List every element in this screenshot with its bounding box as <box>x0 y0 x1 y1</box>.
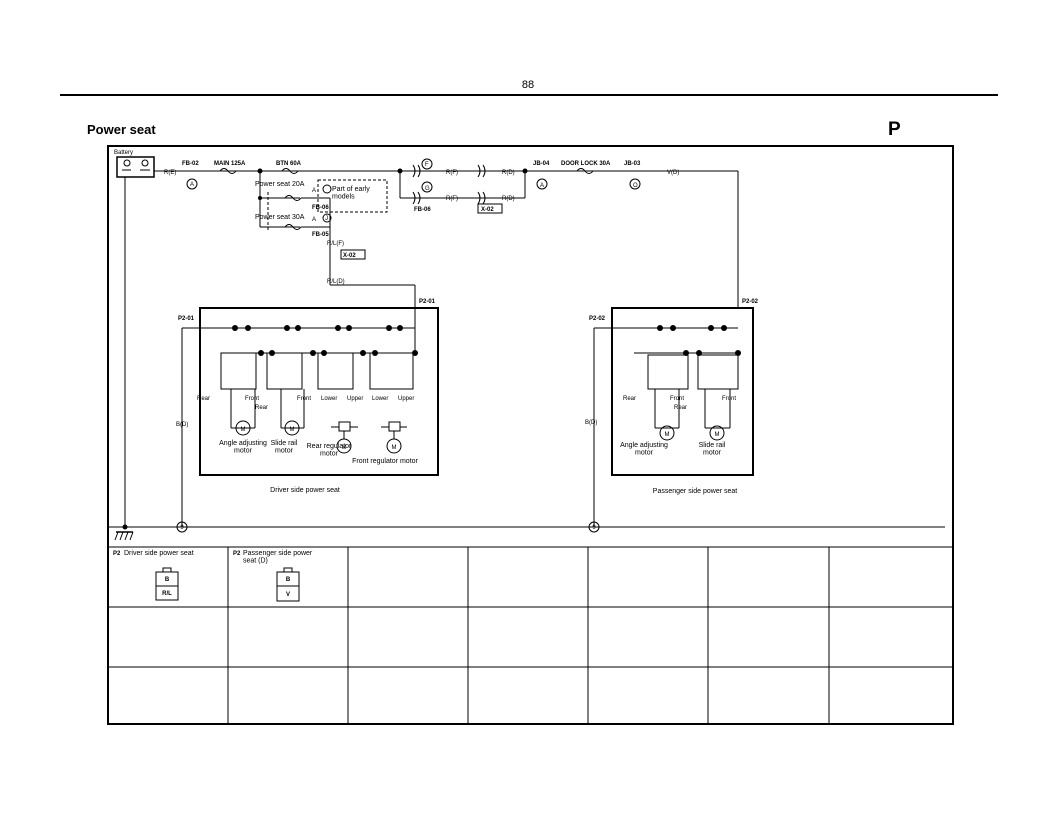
driver-sw-rear2-label: Rear <box>255 405 268 411</box>
fb06a-label: FB-06 <box>312 205 329 211</box>
wire-vd-label: V(D) <box>667 170 679 176</box>
conn-o-label: O <box>633 183 638 189</box>
battery-symbol <box>116 156 155 178</box>
ground-point-2: 9 <box>592 525 596 531</box>
driver-seat-box <box>199 307 439 476</box>
passenger-sw-rear2-label: Rear <box>674 405 687 411</box>
conn-a1-label: A <box>190 182 194 188</box>
motor-m-3: M <box>342 445 347 451</box>
btn-fuse-label: BTN 60A <box>276 161 302 167</box>
wire-rld-label: R/L(D) <box>327 279 345 285</box>
driver-motor-front-reg-label: Front regulator motor <box>352 458 418 465</box>
driver-sw-front2-label: Front <box>297 396 311 402</box>
wire-rf1-label: R(F) <box>446 170 458 176</box>
motor-m-4: M <box>392 445 397 451</box>
table-cell-1-pin-bottom: R/L <box>162 591 172 597</box>
fb05-label: FB-05 <box>312 232 329 238</box>
driver-sw-rear-label: Rear <box>197 396 210 402</box>
table-cell-2-pin-top: B <box>286 577 291 583</box>
fb02-label: FB-02 <box>182 161 199 167</box>
conn-f-label: F <box>425 162 429 168</box>
wire-re-label: R(E) <box>164 170 176 176</box>
wire-rd2-label: R(D) <box>502 196 515 202</box>
jb03-label: JB-03 <box>624 161 641 167</box>
section-letter: P <box>888 119 901 140</box>
conn-a4-label: A <box>540 183 544 189</box>
page-number: 88 <box>521 79 535 91</box>
table-cell-1-id: P2 <box>113 551 121 557</box>
table-cell-1-pin-top: B <box>165 577 170 583</box>
wire-rlf-label: R/L(F) <box>327 241 344 247</box>
fb06b-label: FB-06 <box>414 207 431 213</box>
driver-sw-lower-label: Lower <box>321 396 337 402</box>
table-cell-2-pin-bottom: V <box>286 592 290 598</box>
door-lock-fuse-label: DOOR LOCK 30A <box>561 161 611 167</box>
driver-sw-upper2-label: Upper <box>398 396 414 402</box>
power-seat-30a-label: Power seat 30A <box>255 214 305 221</box>
conn-g-label: G <box>425 186 430 192</box>
driver-connector-right-label: P2-01 <box>419 299 436 305</box>
passenger-sw-rear-label: Rear <box>623 396 636 402</box>
conn-a2-label: A <box>312 188 316 194</box>
driver-connector-label: P2-01 <box>178 316 195 322</box>
x02b-label: X-02 <box>481 207 494 213</box>
section-title: Power seat <box>87 122 156 137</box>
conn-a3-label: A <box>312 217 316 223</box>
passenger-connector-label: P2-02 <box>589 316 606 322</box>
table-cell-2-id: P2 <box>233 551 241 557</box>
driver-sw-upper-label: Upper <box>347 396 363 402</box>
header-rule <box>60 94 998 96</box>
passenger-sw-front2-label: Front <box>722 396 736 402</box>
motor-m-5: M <box>665 432 670 438</box>
passenger-caption: Passenger side power seat <box>653 488 737 495</box>
motor-m-6: M <box>715 432 720 438</box>
main-fuse-label: MAIN 125A <box>214 161 246 167</box>
wire-rd1-label: R(D) <box>502 170 515 176</box>
x02a-label: X-02 <box>343 253 356 259</box>
conn-j-label: J <box>325 216 328 222</box>
passenger-connector-right-label: P2-02 <box>742 299 759 305</box>
passenger-sw-front-label: Front <box>670 396 684 402</box>
diagram-frame <box>107 145 954 725</box>
passenger-ground-wire-label: B(D) <box>585 420 597 426</box>
wire-rf2-label: R(F) <box>446 196 458 202</box>
driver-caption: Driver side power seat <box>270 487 340 494</box>
driver-sw-front-label: Front <box>245 396 259 402</box>
driver-ground-wire-label: B(D) <box>176 422 188 428</box>
jb04-label: JB-04 <box>533 161 550 167</box>
motor-m-2: M <box>290 427 295 433</box>
ground-point-1: 9 <box>180 525 184 531</box>
passenger-seat-box <box>611 307 754 476</box>
driver-sw-lower2-label: Lower <box>372 396 388 402</box>
battery-label: Battery <box>114 150 133 156</box>
motor-m-1: M <box>241 427 246 433</box>
power-seat-20a-label: Power seat 20A <box>255 181 305 188</box>
table-cell-1-title: Driver side power seat <box>124 550 194 557</box>
